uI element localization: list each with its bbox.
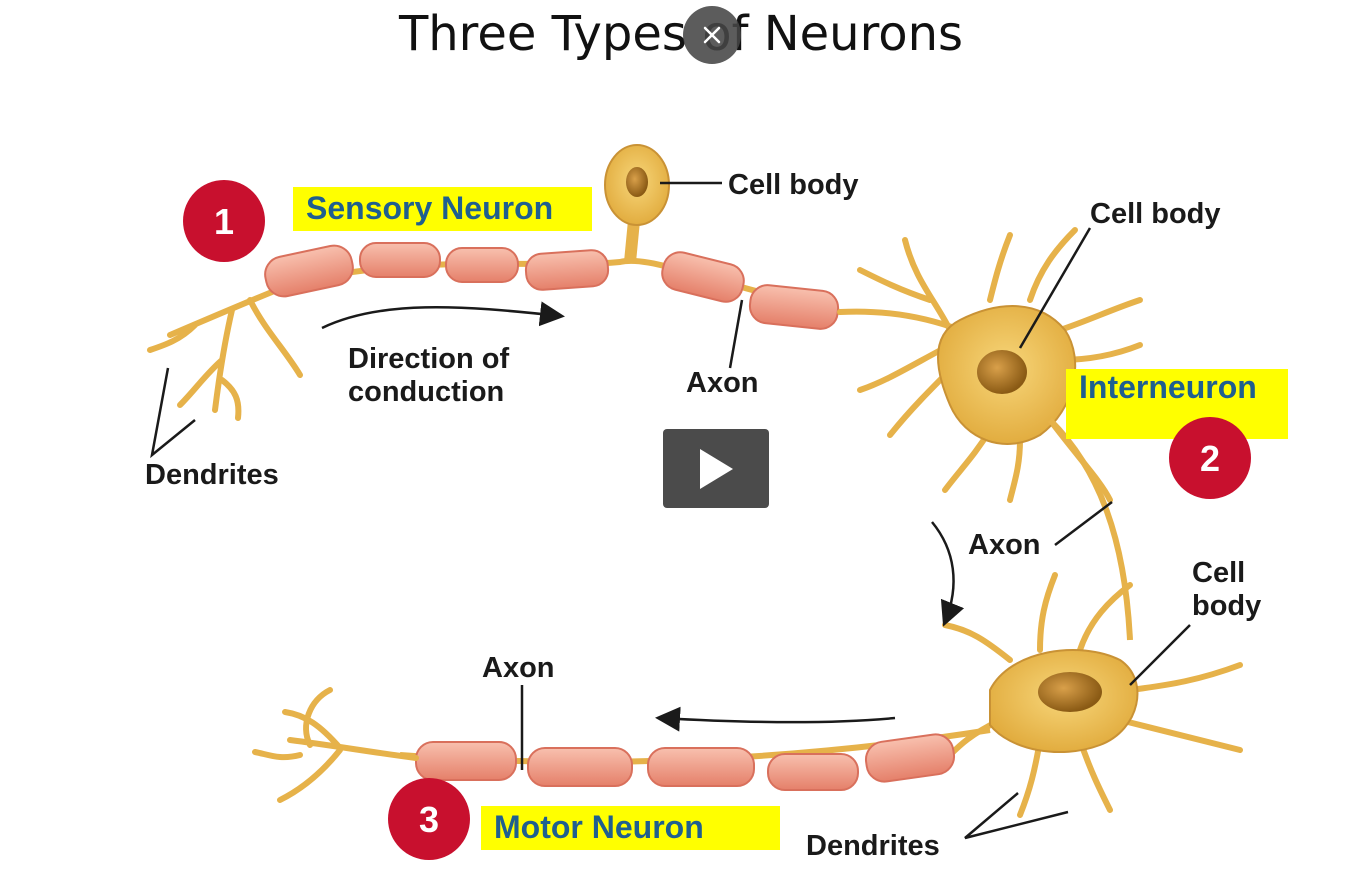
play-button[interactable] bbox=[663, 429, 769, 508]
badge-1 bbox=[183, 180, 265, 262]
sensory-dendrites bbox=[147, 289, 303, 421]
motor-neuron bbox=[252, 572, 1243, 840]
label-axon-sensory: Axon bbox=[686, 367, 759, 399]
motor-axon-terminals bbox=[252, 687, 419, 803]
close-button[interactable] bbox=[683, 6, 741, 64]
badge-2 bbox=[1169, 417, 1251, 499]
badge-3-number: 3 bbox=[419, 799, 439, 840]
conduction-arrow-1 bbox=[321, 301, 565, 330]
badge-2-number: 2 bbox=[1200, 438, 1220, 479]
sensory-myelin bbox=[264, 242, 840, 330]
badge-1-number: 1 bbox=[214, 201, 234, 242]
close-icon bbox=[703, 26, 721, 44]
label-cell-body-inter: Cell body bbox=[1090, 198, 1221, 230]
motor-nucleus bbox=[1038, 672, 1102, 712]
label-direction-2: conduction bbox=[348, 376, 504, 408]
motor-tag-bg bbox=[481, 806, 780, 850]
label-dendrites-sensory: Dendrites bbox=[145, 459, 279, 491]
motor-neuron-tag: Motor Neuron bbox=[494, 809, 704, 845]
motor-myelin bbox=[415, 733, 956, 791]
interneuron-tag: Interneuron bbox=[1079, 369, 1257, 405]
badge-3 bbox=[388, 778, 470, 860]
label-axon-motor: Axon bbox=[482, 652, 555, 684]
label-cell-body-motor-1: Cell bbox=[1192, 557, 1245, 589]
sensory-nucleus bbox=[626, 167, 648, 197]
label-dendrites-motor: Dendrites bbox=[806, 830, 940, 862]
sensory-tag-bg bbox=[293, 187, 592, 231]
interneuron-tag-bg bbox=[1066, 369, 1288, 439]
interneuron-nucleus bbox=[977, 350, 1027, 394]
label-cell-body-sensory: Cell body bbox=[728, 169, 859, 201]
sensory-neuron bbox=[147, 144, 841, 421]
page-title: Three Types of Neurons bbox=[398, 6, 964, 62]
play-icon bbox=[700, 448, 733, 489]
interneuron bbox=[837, 227, 1143, 641]
conduction-arrow-3 bbox=[655, 706, 896, 732]
conduction-arrow-2 bbox=[931, 521, 965, 627]
label-direction-1: Direction of bbox=[348, 343, 509, 375]
label-axon-inter: Axon bbox=[968, 529, 1041, 561]
interneuron-axon bbox=[1047, 417, 1133, 641]
label-cell-body-motor-2: body bbox=[1192, 590, 1261, 622]
sensory-neuron-tag: Sensory Neuron bbox=[306, 190, 553, 226]
